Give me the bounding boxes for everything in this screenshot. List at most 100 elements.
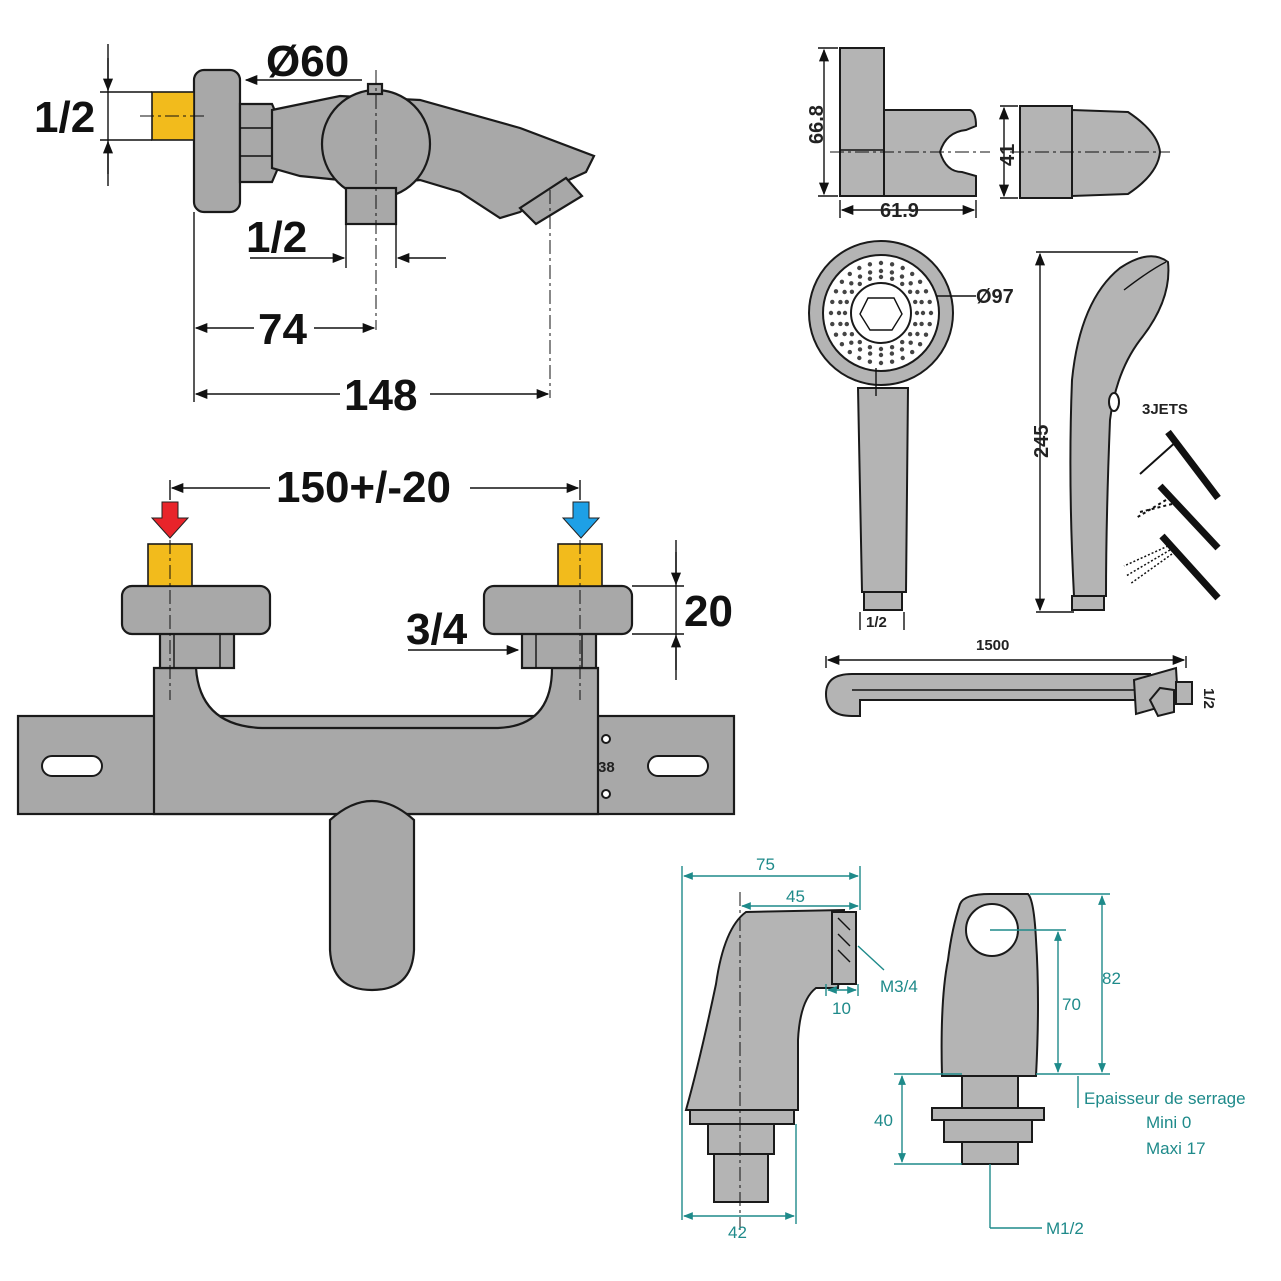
holder-cradle xyxy=(883,109,978,197)
nozzle-dot xyxy=(919,299,924,305)
nozzle-dot xyxy=(914,310,920,316)
hot-water-arrow-icon xyxy=(150,501,190,539)
nozzle-dot xyxy=(927,299,932,305)
side-diameter-dim: Ø60 xyxy=(266,37,349,86)
clamping-min-label: Mini 0 xyxy=(1146,1113,1191,1132)
nozzle-dot xyxy=(867,351,873,356)
nozzle-dot xyxy=(923,332,929,337)
nozzle-dot xyxy=(923,289,929,294)
shower-jets-label: 3JETS xyxy=(1142,401,1188,418)
nozzle-dot xyxy=(830,299,835,305)
nozzle-dot xyxy=(857,347,863,352)
front-connector-thread-dim: 3/4 xyxy=(406,605,468,654)
holder-depth-dim: 41 xyxy=(997,144,1019,166)
outlet-thread-dim: M3/4 xyxy=(880,977,918,996)
nozzle-dot xyxy=(828,310,834,316)
nozzle-dot xyxy=(915,289,920,295)
nozzle-dot xyxy=(915,331,920,337)
wall-holder-views: 66.8 61.9 41 xyxy=(806,47,1170,222)
shower-nozzles xyxy=(828,260,934,366)
nozzle-dot xyxy=(900,339,905,345)
side-outlet-stub xyxy=(344,186,398,226)
front-centres-dim: 150+/-20 xyxy=(276,463,451,512)
nozzle-dot xyxy=(908,281,913,286)
holder-height-dim: 66.8 xyxy=(806,105,828,144)
shower-handle xyxy=(856,387,910,593)
nozzle-dot xyxy=(878,274,884,280)
nozzle-dot xyxy=(838,299,843,305)
nozzle-dot xyxy=(900,265,905,271)
nozzle-dot xyxy=(867,359,873,364)
nozzle-dot xyxy=(857,355,862,361)
nozzle-dot xyxy=(878,260,884,266)
nozzle-dot xyxy=(889,270,895,275)
nozzle-dot xyxy=(908,340,913,345)
nozzle-dot xyxy=(878,346,884,352)
outlet-body-height-dim: 70 xyxy=(1062,995,1081,1014)
nozzle-dot xyxy=(838,321,843,327)
nozzle-dot xyxy=(842,310,848,316)
hose-thread-dim: 1/2 xyxy=(1200,688,1217,709)
nozzle-dot xyxy=(889,262,895,267)
nozzle-dot xyxy=(857,281,862,287)
nozzle-dot xyxy=(878,360,884,366)
nozzle-dot xyxy=(867,270,873,275)
outlet-shank-dim: 40 xyxy=(874,1111,893,1130)
side-inlet-thread-dim: 1/2 xyxy=(34,93,95,142)
nozzle-dot xyxy=(867,345,873,350)
nozzle-dot xyxy=(900,281,905,287)
nozzle-dot xyxy=(842,331,847,337)
nozzle-dot xyxy=(839,342,845,347)
nozzle-dot xyxy=(917,342,923,347)
shower-thread-dim: 1/2 xyxy=(866,614,887,631)
nozzle-dot xyxy=(849,340,854,345)
clamping-thickness-label: Epaisseur de serrage xyxy=(1084,1089,1246,1108)
nozzle-dot xyxy=(889,276,895,281)
nozzle-dot xyxy=(913,321,918,327)
deck-outlet-side-body xyxy=(684,908,846,1111)
nozzle-dot xyxy=(833,332,839,337)
shower-length-dim: 245 xyxy=(1031,425,1053,458)
wall-flange xyxy=(192,68,242,214)
holder-width-dim: 61.9 xyxy=(880,200,919,222)
right-wall-flange xyxy=(482,584,634,636)
nozzle-dot xyxy=(927,321,932,327)
nozzle-dot xyxy=(867,262,873,267)
outlet-spout-dim: 45 xyxy=(786,887,805,906)
outlet-base-dim: 42 xyxy=(728,1223,747,1242)
jet-modes-icon xyxy=(1123,429,1221,601)
nozzle-dot xyxy=(844,299,849,305)
nozzle-dot xyxy=(900,355,905,361)
nozzle-dot xyxy=(836,310,842,316)
mixer-side-view: 1/2 Ø60 1/2 74 148 xyxy=(34,37,596,420)
temperature-mark-38: 38 xyxy=(598,759,615,776)
nozzle-dot xyxy=(844,321,849,327)
mixer-front-view: 38 150+/-20 20 3/4 xyxy=(16,463,736,992)
nozzle-dot xyxy=(857,265,862,271)
deck-outlet-views: 75 45 M3/4 10 42 82 70 40 xyxy=(681,855,1246,1242)
nozzle-dot xyxy=(913,299,918,305)
nozzle-dot xyxy=(889,359,895,364)
nozzle-dot xyxy=(830,321,835,327)
nozzle-dot xyxy=(833,289,839,294)
nozzle-dot xyxy=(899,347,905,352)
hose-length-dim: 1500 xyxy=(976,637,1009,654)
side-outlet-distance-dim: 74 xyxy=(258,305,307,354)
nozzle-dot xyxy=(899,274,905,279)
right-mounting-slot xyxy=(647,755,709,777)
side-outlet-thread-dim: 1/2 xyxy=(246,213,307,262)
nozzle-dot xyxy=(920,310,926,316)
clamping-max-label: Maxi 17 xyxy=(1146,1139,1206,1158)
nozzle-dot xyxy=(878,352,884,358)
nozzle-dot xyxy=(878,268,884,274)
cold-water-arrow-icon xyxy=(561,501,601,539)
nozzle-dot xyxy=(849,289,855,294)
nozzle-dot xyxy=(889,345,895,350)
front-lever-handle xyxy=(328,800,416,992)
nozzle-dot xyxy=(847,349,852,355)
nozzle-dot xyxy=(910,349,915,355)
left-mounting-slot xyxy=(41,755,103,777)
shower-side-profile xyxy=(1069,255,1170,597)
outlet-bottom-thread-dim: M1/2 xyxy=(1046,1219,1084,1238)
